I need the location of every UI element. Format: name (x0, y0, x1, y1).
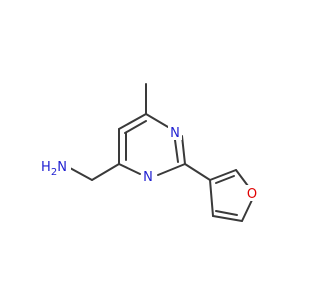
bond-c5-c6 (118, 113, 147, 130)
atom-o-furan: O (247, 187, 257, 202)
bond-c2-n3 (157, 163, 186, 176)
bond-furan-c4-c3 (209, 179, 214, 217)
bond-furan-c5-c4-double (215, 210, 238, 216)
bond-c4-ch2 (91, 163, 120, 181)
atom-n-bottom: N (143, 170, 153, 185)
atom-amine-label: H2N (41, 160, 67, 178)
bond-furan-c2-o (235, 169, 249, 187)
atom-labels: N N O H2N (38, 124, 260, 202)
atom-n-top: N (170, 126, 180, 141)
bond-ch2-n (69, 167, 93, 181)
bond-furan-c3-c2-double (215, 175, 235, 184)
bond-c6-n1 (145, 113, 169, 128)
bond-n1-c2 (181, 135, 186, 165)
bond-furan-o-c5 (241, 199, 253, 222)
bond-furan-c3-c2 (209, 169, 237, 181)
molecule-canvas: N N O H2N (38, 83, 260, 222)
bond-n3-c4 (118, 163, 141, 175)
bond-furan-c5-c4 (212, 215, 243, 222)
bond-n1-c2-double (174, 139, 179, 163)
bond-c5-c6-double (124, 120, 147, 134)
bond-c2-furan (184, 163, 211, 181)
molecule-structure: N N O H2N (38, 83, 260, 222)
bonds (69, 83, 253, 222)
